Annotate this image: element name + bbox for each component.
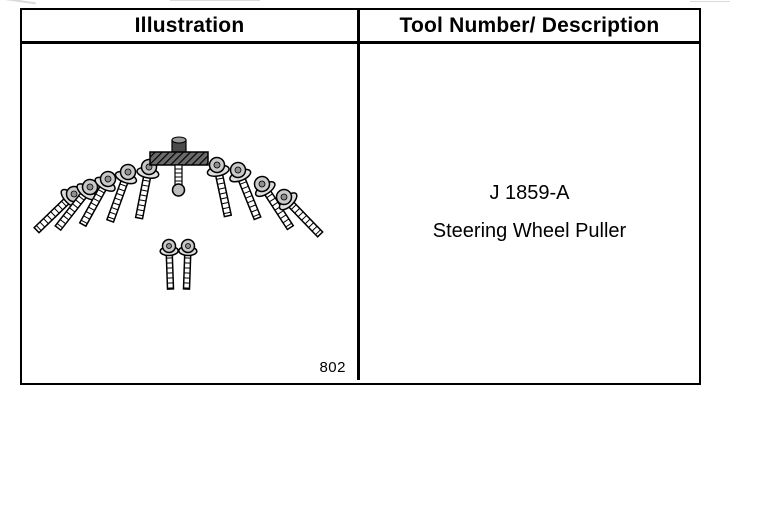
tool-description: Steering Wheel Puller [432, 219, 627, 242]
table-row: 802 J 1859-A Steering Wheel Puller [22, 44, 699, 380]
scan-artifact [170, 0, 260, 1]
scan-artifact [690, 1, 730, 2]
puller-crossbar-icon [149, 136, 209, 197]
illustration-cell: 802 [22, 44, 360, 380]
column-header-tool-number-description-label: Tool Number/ Description [399, 13, 660, 37]
column-header-illustration-label: Illustration [134, 13, 245, 37]
figure-number: 802 [319, 359, 346, 376]
description-cell: J 1859-A Steering Wheel Puller [360, 44, 699, 380]
table-header-row: Illustration Tool Number/ Description [22, 10, 699, 44]
puller-bolt-icon [99, 160, 142, 226]
puller-bolt-icon [176, 238, 198, 291]
puller-bolt-icon [159, 238, 181, 291]
tool-number: J 1859-A [489, 181, 570, 204]
tool-table: Illustration Tool Number/ Description [20, 8, 701, 385]
scan-artifact [2, 0, 36, 5]
column-header-illustration: Illustration [22, 10, 360, 41]
steering-wheel-puller-bolt-set-illustration [28, 136, 329, 291]
column-header-tool-number-description: Tool Number/ Description [360, 10, 699, 41]
